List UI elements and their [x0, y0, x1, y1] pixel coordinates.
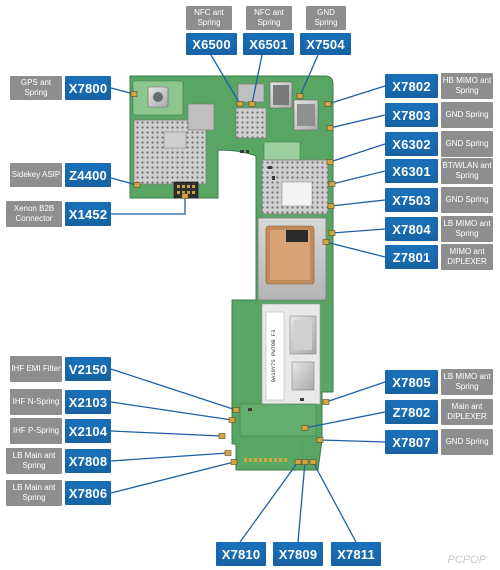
- x7807-label[interactable]: X7807: [385, 430, 438, 454]
- x7805-description: LB MIMO ant Spring: [441, 369, 493, 395]
- component-pads: [130, 91, 336, 465]
- z7801-leader-line: [325, 241, 386, 258]
- x7802-pad: [324, 101, 332, 107]
- x7807-leader-line: [319, 439, 386, 443]
- x7800-leader-line: [110, 87, 135, 95]
- x1452-leader-line: [111, 196, 186, 215]
- x6301-description: BT/WLAN ant Spring: [441, 158, 493, 184]
- x6500-label[interactable]: X6500: [186, 33, 237, 55]
- x7810-label[interactable]: X7810: [216, 542, 266, 566]
- x2104-description: IHF P-Spring: [10, 418, 62, 444]
- x1452-description: Xenon B2B Connector: [6, 201, 62, 227]
- x2103-pad: [228, 417, 236, 423]
- x6501-description: NFC ant Spring: [246, 6, 292, 30]
- z4400-pad: [133, 182, 141, 188]
- z4400-description: Sidekey ASIP: [10, 163, 62, 187]
- x7806-label[interactable]: X7806: [65, 481, 111, 505]
- x7802-description: HB MIMO ant Spring: [441, 73, 493, 99]
- x7808-label[interactable]: X7808: [65, 449, 111, 473]
- x7504-description: GND Spring: [306, 6, 346, 30]
- v2150-leader-line: [110, 368, 237, 411]
- x7808-description: LB Main ant Spring: [6, 448, 62, 474]
- x7503-label[interactable]: X7503: [385, 188, 438, 212]
- x7811-pad: [309, 459, 317, 465]
- z4400-label[interactable]: Z4400: [65, 163, 111, 187]
- x7804-pad: [328, 230, 336, 236]
- leader-lines: [110, 54, 386, 543]
- v2150-label[interactable]: V2150: [65, 357, 111, 381]
- x2103-description: IHF N-Spring: [10, 389, 62, 415]
- z7801-description: MIMO ant DIPLEXER: [441, 244, 493, 270]
- x7809-leader-line: [297, 461, 306, 543]
- v2150-pad: [232, 407, 240, 413]
- x7805-label[interactable]: X7805: [385, 370, 438, 394]
- x2103-leader-line: [110, 401, 233, 421]
- x7810-leader-line: [239, 461, 299, 543]
- x7806-leader-line: [110, 461, 235, 494]
- x7805-pad: [322, 399, 330, 405]
- x7503-leader-line: [330, 199, 386, 207]
- x7504-label[interactable]: X7504: [300, 33, 351, 55]
- x7803-label[interactable]: X7803: [385, 103, 438, 127]
- x7809-label[interactable]: X7809: [273, 542, 323, 566]
- x6302-label[interactable]: X6302: [385, 132, 438, 156]
- x6501-pad: [248, 101, 256, 107]
- x7800-label[interactable]: X7800: [65, 76, 111, 100]
- x2104-label[interactable]: X2104: [65, 419, 111, 443]
- x7809-pad: [301, 459, 309, 465]
- x1452-pad: [181, 193, 189, 199]
- x7504-pad: [296, 93, 304, 99]
- x7810-pad: [294, 459, 302, 465]
- x7803-leader-line: [329, 114, 386, 129]
- z7802-description: Main ant DIPLEXER: [441, 399, 493, 425]
- x7804-label[interactable]: X7804: [385, 217, 438, 241]
- x6500-description: NFC ant Spring: [186, 6, 232, 30]
- x7803-description: GND Spring: [441, 102, 493, 128]
- z7802-leader-line: [304, 411, 386, 429]
- x6501-leader-line: [251, 54, 263, 105]
- x6501-label[interactable]: X6501: [243, 33, 294, 55]
- watermark: PCPOP: [447, 554, 486, 566]
- x7806-description: LB Main ant Spring: [6, 480, 62, 506]
- board-silkscreen: 0A10Y7S PW70B F3: [270, 330, 277, 383]
- x7503-description: GND Spring: [441, 187, 493, 213]
- x7800-description: GPS ant Spring: [10, 76, 62, 100]
- x7808-leader-line: [110, 452, 229, 462]
- x7803-pad: [326, 125, 334, 131]
- x7804-description: LB MIMO ant Spring: [441, 216, 493, 242]
- z4400-leader-line: [110, 177, 138, 186]
- x2104-pad: [218, 433, 226, 439]
- x7807-description: GND Spring: [441, 429, 493, 455]
- z7802-pad: [301, 425, 309, 431]
- x6301-leader-line: [331, 170, 386, 185]
- z7801-pad: [322, 239, 330, 245]
- x7802-label[interactable]: X7802: [385, 74, 438, 98]
- x7811-label[interactable]: X7811: [331, 542, 381, 566]
- x7800-pad: [130, 91, 138, 97]
- x7804-leader-line: [331, 228, 386, 234]
- x6302-pad: [326, 159, 334, 165]
- z7801-label[interactable]: Z7801: [385, 245, 438, 269]
- x7808-pad: [224, 450, 232, 456]
- x7811-leader-line: [312, 461, 357, 543]
- x6500-leader-line: [210, 54, 241, 105]
- x7807-pad: [316, 437, 324, 443]
- z7802-label[interactable]: Z7802: [385, 400, 438, 424]
- x6301-pad: [328, 181, 336, 187]
- x7503-pad: [327, 203, 335, 209]
- x6301-label[interactable]: X6301: [385, 159, 438, 183]
- v2150-description: IHF EMI Filter: [10, 356, 62, 382]
- x2103-label[interactable]: X2103: [65, 390, 111, 414]
- x7806-pad: [230, 459, 238, 465]
- pcb-board: 0A10Y7S PW70B F3: [129, 75, 334, 471]
- x7802-leader-line: [327, 85, 386, 105]
- x2104-leader-line: [110, 430, 223, 437]
- x1452-label[interactable]: X1452: [65, 202, 111, 226]
- x6302-description: GND Spring: [441, 131, 493, 157]
- x6302-leader-line: [329, 143, 386, 163]
- x7805-leader-line: [325, 381, 386, 403]
- x6500-pad: [236, 101, 244, 107]
- x7504-leader-line: [299, 54, 319, 97]
